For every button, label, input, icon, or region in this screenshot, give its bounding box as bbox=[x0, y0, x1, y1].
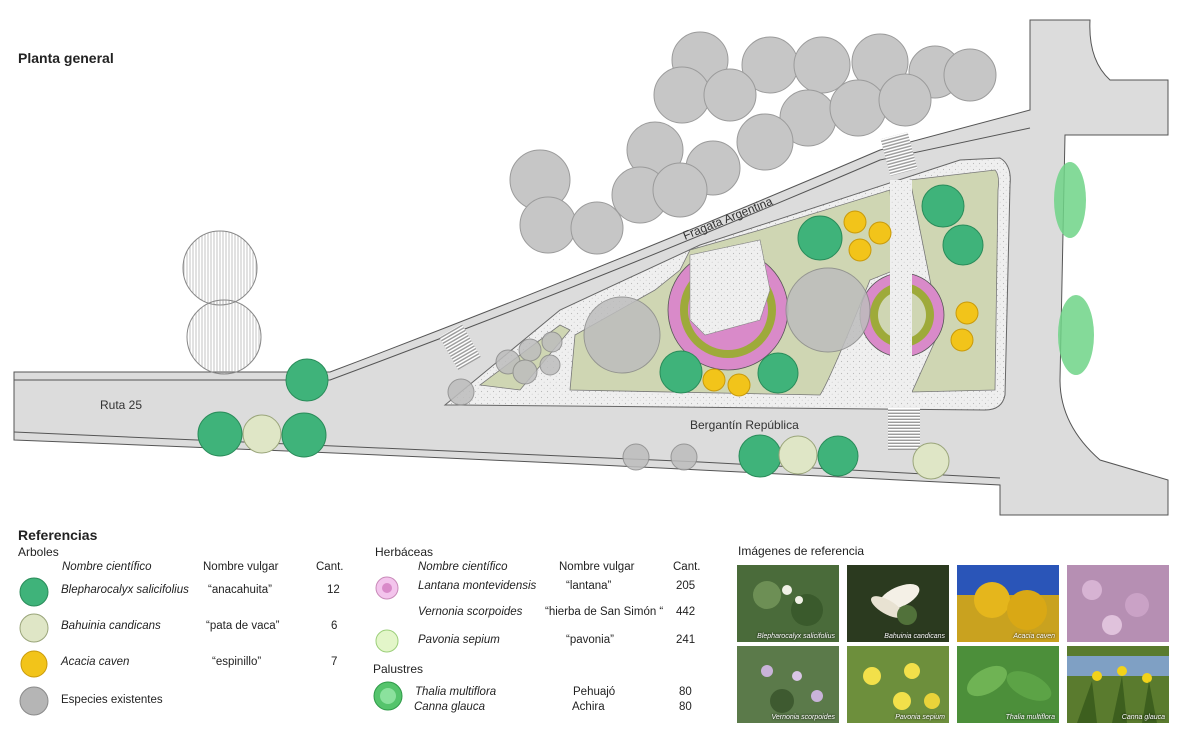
palustre-plantings bbox=[1054, 162, 1094, 375]
palustre-common-1: Pehuajó bbox=[573, 686, 616, 698]
arbol-sci-2: Bahuinia candicans bbox=[61, 620, 161, 632]
pata-de-vaca-trees bbox=[242, 414, 950, 480]
lantana-icon bbox=[375, 576, 399, 600]
reference-photo-pavonia: Pavonia sepium bbox=[847, 646, 949, 723]
photo-caption: Bahuinia candicans bbox=[884, 633, 945, 640]
herb-header-sci: Nombre científico bbox=[418, 561, 508, 573]
anacahuita-trees bbox=[197, 184, 984, 478]
planting-bed-large bbox=[667, 239, 789, 371]
arbol-common-2: “pata de vaca” bbox=[206, 620, 280, 632]
existing-trees bbox=[447, 31, 997, 471]
herb-common-2: “hierba de San Simón “ bbox=[545, 606, 664, 618]
herb-header-common: Nombre vulgar bbox=[559, 561, 635, 573]
herb-sci-2: Vernonia scorpoides bbox=[418, 606, 523, 618]
reference-photo-thalia: Thalia multiflora bbox=[957, 646, 1059, 723]
herbaceas-title: Herbáceas bbox=[375, 545, 434, 559]
reference-photo-lantana bbox=[1067, 565, 1169, 642]
arbol-qty-1: 12 bbox=[327, 584, 340, 596]
street-label-bergantin: Bergantín República bbox=[690, 418, 799, 432]
palustre-sci-2: Canna glauca bbox=[414, 701, 485, 713]
arbol-qty-2: 6 bbox=[331, 620, 338, 632]
pavonia-icon bbox=[375, 629, 399, 653]
reference-photo-anacahuita: Blepharocalyx salicifolius bbox=[737, 565, 839, 642]
photo-caption: Blepharocalyx salicifolius bbox=[757, 633, 835, 640]
herb-header-qty: Cant. bbox=[673, 561, 701, 573]
page-title: Planta general bbox=[18, 50, 114, 66]
arbol-common-1: “anacahuita” bbox=[208, 584, 272, 596]
reference-photo-acacia: Acacia caven bbox=[957, 565, 1059, 642]
photo-caption: Pavonia sepium bbox=[895, 714, 945, 721]
herb-common-3: “pavonia” bbox=[566, 634, 614, 646]
photo-caption: Acacia caven bbox=[1013, 633, 1055, 640]
palustres-title: Palustres bbox=[373, 662, 424, 676]
palustre-qty-2: 80 bbox=[679, 701, 692, 713]
photo-caption: Canna glauca bbox=[1121, 714, 1165, 721]
acacia-trees bbox=[702, 210, 979, 397]
photo-caption: Vernonia scorpoides bbox=[771, 714, 835, 721]
legend-title: Referencias bbox=[18, 527, 98, 543]
green-tree-icon bbox=[19, 577, 49, 607]
reference-photo-vernonia: Vernonia scorpoides bbox=[737, 646, 839, 723]
palustre-sci-1: Thalia multiflora bbox=[415, 686, 497, 698]
herb-sci-1: Lantana montevidensis bbox=[418, 580, 537, 592]
crosswalks bbox=[439, 132, 920, 450]
arboles-header-sci: Nombre científico bbox=[62, 561, 152, 573]
yellow-flower-icon bbox=[20, 650, 48, 678]
herb-qty-1: 205 bbox=[676, 580, 696, 592]
site-plan: Fragata Argentina Ruta 25 Bergantín Repú… bbox=[13, 19, 1169, 516]
arbol-sci-4: Especies existentes bbox=[61, 694, 163, 706]
herb-sci-3: Pavonia sepium bbox=[418, 634, 500, 646]
arboles-header-common: Nombre vulgar bbox=[203, 561, 279, 573]
palustre-common-2: Achira bbox=[572, 701, 605, 713]
gray-tree-icon bbox=[19, 686, 49, 716]
planting-bed-small bbox=[859, 180, 945, 395]
arbol-sci-1: Blepharocalyx salicifolius bbox=[61, 584, 189, 596]
reference-photo-canna: Canna glauca bbox=[1067, 646, 1169, 723]
herb-common-1: “lantana” bbox=[566, 580, 612, 592]
arbol-common-3: “espinillo” bbox=[212, 656, 262, 668]
arboles-header-qty: Cant. bbox=[316, 561, 344, 573]
images-title: Imágenes de referencia bbox=[738, 544, 865, 558]
photo-caption: Thalia multiflora bbox=[1005, 714, 1055, 721]
palustre-qty-1: 80 bbox=[679, 686, 692, 698]
arbol-sci-3: Acacia caven bbox=[61, 656, 130, 668]
herb-qty-2: 442 bbox=[676, 606, 696, 618]
palustre-icon bbox=[373, 681, 403, 711]
arbol-qty-3: 7 bbox=[331, 656, 338, 668]
light-green-tree-icon bbox=[19, 613, 49, 643]
existing-trees-hatched bbox=[182, 230, 262, 375]
arboles-title: Arboles bbox=[18, 545, 59, 559]
street-label-ruta: Ruta 25 bbox=[100, 398, 142, 412]
herb-qty-3: 241 bbox=[676, 634, 696, 646]
reference-photo-bahuinia: Bahuinia candicans bbox=[847, 565, 949, 642]
